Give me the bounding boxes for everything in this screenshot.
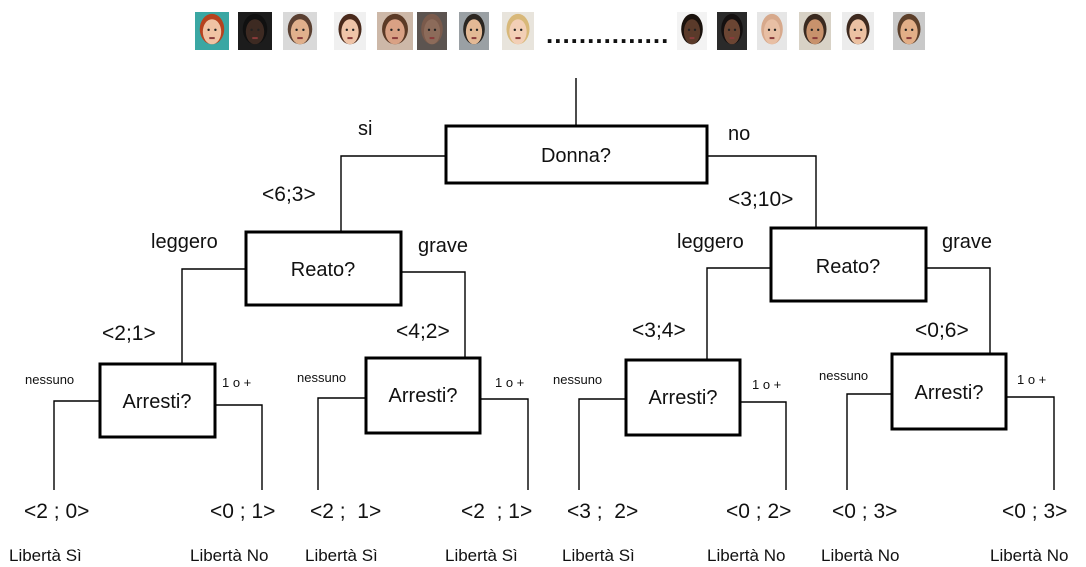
- arresti-2-nessuno: nessuno: [297, 370, 346, 385]
- arresti-3-1o: 1 o +: [752, 377, 781, 392]
- leaf-2: <0 ; 1> Libertà No: [190, 500, 275, 565]
- leaf-1-counts: <2 ; 0>: [24, 500, 89, 523]
- arresti-2-node: Arresti?: [364, 356, 482, 435]
- arresti-3-counts: <3;4>: [632, 319, 686, 342]
- leaf-2-outcome: Libertà No: [190, 546, 268, 565]
- face-photo-laughing-woman: [842, 12, 874, 50]
- arresti-4-label: Arresti?: [915, 382, 984, 404]
- edge-a3-nessuno: [578, 398, 626, 490]
- face-photo-bald-pale-man: [757, 12, 787, 50]
- root-node-label: Donna?: [541, 145, 611, 167]
- leaf-8-counts: <0 ; 3>: [1002, 500, 1067, 523]
- arresti-4-nessuno: nessuno: [819, 368, 868, 383]
- tree-edges: [53, 78, 1055, 490]
- edge-root-left: [340, 155, 446, 232]
- leaf-4-outcome: Libertà Sì: [445, 546, 518, 565]
- arresti-1-label: Arresti?: [123, 391, 192, 413]
- face-photo-smiling-woman: [377, 12, 413, 50]
- right-grave-label: grave: [942, 231, 992, 253]
- right-reato-node: Reato?: [769, 226, 928, 303]
- arresti-2-counts: <4;2>: [396, 320, 450, 343]
- leaf-5-outcome: Libertà Sì: [562, 546, 635, 565]
- edge-left-grave: [401, 271, 466, 358]
- left-leggero-label: leggero: [151, 231, 218, 253]
- edge-a3-1o: [740, 401, 787, 490]
- arresti-3-label: Arresti?: [649, 387, 718, 409]
- face-photo-bearded-man: [283, 12, 317, 50]
- edge-right-grave: [926, 267, 991, 354]
- leaf-2-counts: <0 ; 1>: [210, 500, 275, 523]
- arresti-2-label: Arresti?: [389, 385, 458, 407]
- arresti-4-node: Arresti?: [890, 352, 1008, 431]
- left-reato-node: Reato?: [244, 230, 403, 307]
- leaf-7-counts: <0 ; 3>: [832, 500, 897, 523]
- edge-left-leggero: [181, 268, 246, 364]
- edge-a1-1o: [215, 404, 263, 490]
- edge-a1-nessuno: [53, 400, 100, 490]
- leaf-7: <0 ; 3> Libertà No: [821, 500, 899, 565]
- face-photo-curly-woman: [677, 12, 707, 50]
- edge-a4-nessuno: [846, 393, 892, 490]
- root-yes-label: si: [358, 118, 372, 140]
- leaf-6-counts: <0 ; 2>: [726, 500, 791, 523]
- leaf-7-outcome: Libertà No: [821, 546, 899, 565]
- arresti-1-node: Arresti?: [98, 362, 217, 439]
- leaf-4: <2 ; 1> Libertà Sì: [445, 500, 532, 565]
- leaf-6-outcome: Libertà No: [707, 546, 785, 565]
- left-reato-label: Reato?: [291, 259, 356, 281]
- ellipsis-dots: ...............: [546, 19, 669, 49]
- arresti-1-box: [98, 362, 217, 439]
- edge-a2-nessuno: [317, 397, 366, 490]
- edge-a4-1o: [1006, 396, 1055, 490]
- leaf-5-counts: <3 ; 2>: [567, 500, 638, 523]
- leaf-8: <0 ; 3> Libertà No: [990, 500, 1068, 565]
- face-photo-blonde-woman: [502, 12, 534, 50]
- arresti-1-nessuno: nessuno: [25, 372, 74, 387]
- arresti-1-1o: 1 o +: [222, 375, 251, 390]
- face-photo-smiling-man: [799, 12, 831, 50]
- arresti-2-box: [364, 356, 482, 435]
- right-reato-counts: <3;10>: [728, 188, 793, 211]
- face-photo-bald-man: [417, 12, 447, 50]
- leaf-1-outcome: Libertà Sì: [9, 546, 82, 565]
- leaf-3: <2 ; 1> Libertà Sì: [305, 500, 381, 565]
- face-photo-dark-hair-man: [459, 12, 489, 50]
- arresti-3-box: [624, 358, 742, 437]
- left-grave-label: grave: [418, 235, 468, 257]
- leaf-8-outcome: Libertà No: [990, 546, 1068, 565]
- face-photo-dark-man: [238, 12, 272, 50]
- right-reato-label: Reato?: [816, 256, 881, 278]
- edge-root-right: [707, 155, 817, 228]
- face-photo-young-man: [717, 12, 747, 50]
- face-photo-red-hair-woman: [195, 12, 229, 50]
- face-photo-suit-man: [893, 12, 925, 50]
- root-node: Donna?: [444, 124, 709, 185]
- people-row: [195, 12, 925, 50]
- arresti-3-nessuno: nessuno: [553, 372, 602, 387]
- right-reato-box: [769, 226, 928, 303]
- root-no-label: no: [728, 123, 750, 145]
- arresti-2-1o: 1 o +: [495, 375, 524, 390]
- leaf-1: <2 ; 0> Libertà Sì: [9, 500, 89, 565]
- root-node-box: [444, 124, 709, 185]
- arresti-4-1o: 1 o +: [1017, 372, 1046, 387]
- right-leggero-label: leggero: [677, 231, 744, 253]
- left-reato-counts: <6;3>: [262, 183, 316, 206]
- arresti-1-counts: <2;1>: [102, 322, 156, 345]
- edge-right-leggero: [706, 267, 771, 360]
- arresti-4-counts: <0;6>: [915, 319, 969, 342]
- face-photo-brunette-woman: [334, 12, 366, 50]
- leaf-3-counts: <2 ; 1>: [310, 500, 381, 523]
- leaf-4-counts: <2 ; 1>: [461, 500, 532, 523]
- leaf-6: <0 ; 2> Libertà No: [707, 500, 791, 565]
- arresti-4-box: [890, 352, 1008, 431]
- edge-a2-1o: [480, 398, 529, 490]
- arresti-3-node: Arresti?: [624, 358, 742, 437]
- leaf-5: <3 ; 2> Libertà Sì: [562, 500, 638, 565]
- leaf-3-outcome: Libertà Sì: [305, 546, 378, 565]
- left-reato-box: [244, 230, 403, 307]
